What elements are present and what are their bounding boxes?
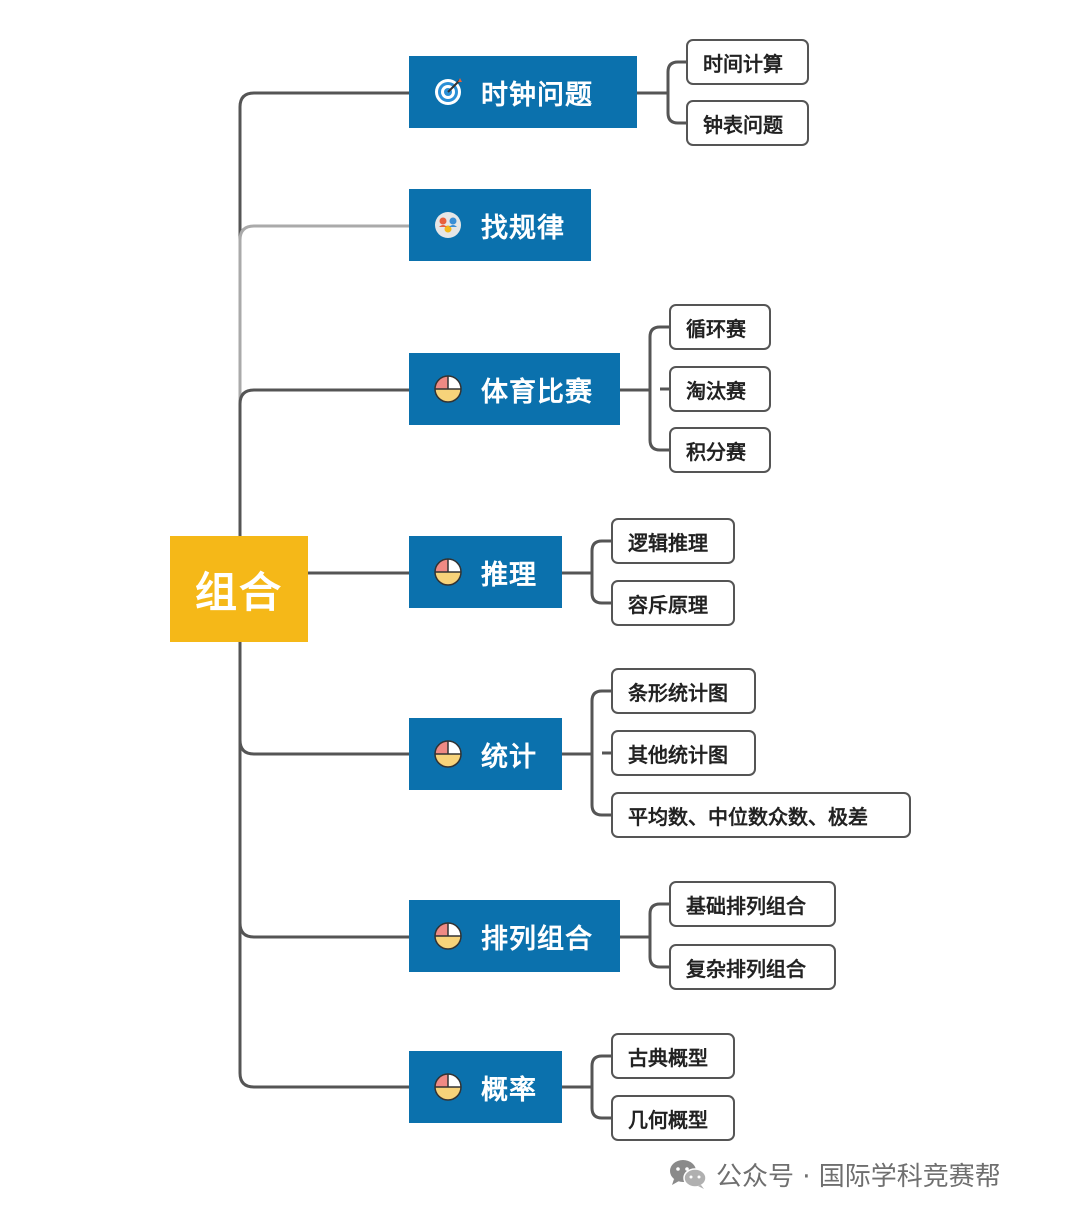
leaf-node[interactable]: 几何概型 <box>611 1095 735 1141</box>
pie-chart-icon <box>433 557 463 587</box>
leaf-label: 钟表问题 <box>703 112 783 137</box>
leaf-node[interactable]: 逻辑推理 <box>611 518 735 564</box>
branch-label-reasoning: 推理 <box>481 559 537 591</box>
branch-node-statistics[interactable]: 统计 <box>409 718 562 790</box>
leaf-label: 条形统计图 <box>628 680 728 705</box>
target-icon <box>433 77 463 107</box>
trunk-connector <box>238 642 409 756</box>
leaf-label: 淘汰赛 <box>686 378 746 403</box>
watermark-text: 公众号 · 国际学科竞赛帮 <box>716 1161 1001 1192</box>
people-group-icon <box>433 210 463 240</box>
branch-node-clock[interactable]: 时钟问题 <box>409 56 637 128</box>
branch-connector <box>590 539 603 605</box>
pie-chart-icon <box>433 921 463 951</box>
leaf-label: 容斥原理 <box>628 592 708 617</box>
branch-label-sports: 体育比赛 <box>481 376 593 408</box>
leaf-node[interactable]: 平均数、中位数众数、极差 <box>611 792 911 838</box>
trunk-connector <box>238 91 409 536</box>
leaf-node[interactable]: 条形统计图 <box>611 668 756 714</box>
leaf-label: 古典概型 <box>628 1045 708 1070</box>
leaf-label: 基础排列组合 <box>686 893 806 918</box>
trunk-connector <box>238 642 409 1089</box>
trunk-connector <box>238 642 409 939</box>
leaf-node[interactable]: 容斥原理 <box>611 580 735 626</box>
branch-connector <box>590 689 603 817</box>
pie-chart-icon <box>433 1072 463 1102</box>
pie-chart-icon <box>433 374 463 404</box>
branch-connector <box>590 1054 603 1120</box>
branch-label-statistics: 统计 <box>481 741 537 773</box>
branch-node-reasoning[interactable]: 推理 <box>409 536 562 608</box>
leaf-node[interactable]: 复杂排列组合 <box>669 944 836 990</box>
root-label: 组合 <box>194 567 283 617</box>
leaf-label: 逻辑推理 <box>628 530 708 555</box>
root-node[interactable]: 组合 <box>170 536 308 642</box>
leaf-node[interactable]: 基础排列组合 <box>669 881 836 927</box>
wechat-icon <box>668 1157 708 1191</box>
leaf-label: 时间计算 <box>703 51 783 76</box>
watermark: 公众号 · 国际学科竞赛帮 <box>668 1152 1001 1196</box>
leaf-label: 几何概型 <box>628 1107 708 1132</box>
leaf-node[interactable]: 钟表问题 <box>686 100 809 146</box>
branch-node-sports[interactable]: 体育比赛 <box>409 353 620 425</box>
leaf-node[interactable]: 其他统计图 <box>611 730 756 776</box>
leaf-label: 积分赛 <box>686 439 746 464</box>
branch-label-pattern: 找规律 <box>481 212 565 244</box>
trunk-connector <box>238 224 409 560</box>
branch-label-probability: 概率 <box>481 1074 537 1106</box>
branch-node-probability[interactable]: 概率 <box>409 1051 562 1123</box>
leaf-node[interactable]: 淘汰赛 <box>669 366 771 412</box>
branch-connector <box>648 902 661 969</box>
leaf-node[interactable]: 积分赛 <box>669 427 771 473</box>
branch-node-permutation[interactable]: 排列组合 <box>409 900 620 972</box>
leaf-label: 其他统计图 <box>628 742 728 767</box>
leaf-node[interactable]: 循环赛 <box>669 304 771 350</box>
branch-node-pattern[interactable]: 找规律 <box>409 189 591 261</box>
pie-chart-icon <box>433 739 463 769</box>
branch-connector <box>648 325 661 452</box>
leaf-label: 复杂排列组合 <box>686 956 806 981</box>
branch-label-clock: 时钟问题 <box>481 79 593 111</box>
leaf-node[interactable]: 古典概型 <box>611 1033 735 1079</box>
trunk-connector <box>238 388 409 536</box>
branch-label-permutation: 排列组合 <box>481 923 593 955</box>
leaf-node[interactable]: 时间计算 <box>686 39 809 85</box>
branch-connector <box>666 60 679 125</box>
leaf-label: 平均数、中位数众数、极差 <box>628 804 868 829</box>
leaf-label: 循环赛 <box>686 316 746 341</box>
